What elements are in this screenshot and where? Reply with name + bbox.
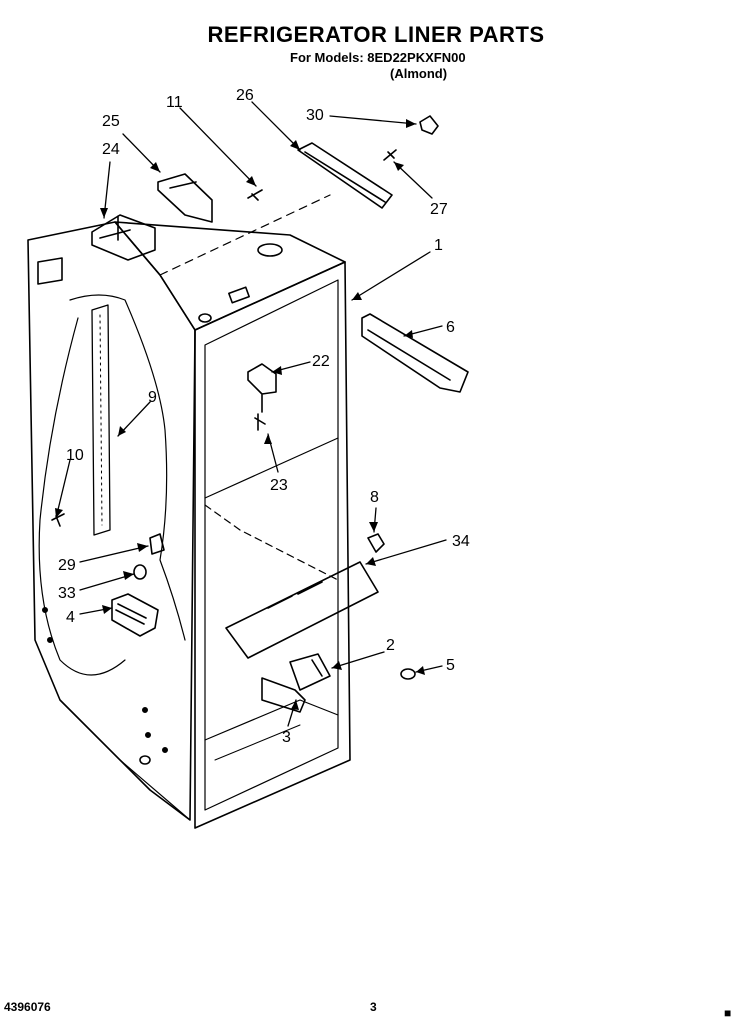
part-10-screw: [51, 513, 65, 527]
part-23-screw: [254, 413, 266, 431]
callout-22: 22: [312, 353, 330, 370]
arrowheads: [55, 119, 425, 710]
callout-10: 10: [66, 447, 84, 464]
callout-8: 8: [370, 489, 379, 506]
callout-23: 23: [270, 477, 288, 494]
part-27-screw: [383, 149, 397, 161]
model-subtitle: For Models: 8ED22PKXFN00 (Almond): [290, 50, 466, 82]
page-title: REFRIGERATOR LINER PARTS: [207, 22, 545, 47]
callout-1: 1: [434, 237, 443, 254]
callout-4: 4: [66, 609, 75, 626]
part-33-bulb: [133, 564, 147, 580]
part-6-trim: [361, 313, 469, 393]
part-24-housing: [91, 214, 156, 261]
callout-5: 5: [446, 657, 455, 674]
part-4-grille: [111, 593, 159, 637]
page-number: 3: [370, 1000, 377, 1014]
callout-26: 26: [236, 87, 254, 104]
part-34-support: [225, 561, 379, 659]
models-line: For Models: 8ED22PKXFN00: [290, 50, 466, 65]
callout-9: 9: [148, 389, 157, 406]
callout-30: 30: [306, 107, 324, 124]
part-26-channel: [297, 142, 393, 209]
corner-mark-icon: ■: [724, 1006, 732, 1020]
part-30-clip: [419, 115, 439, 135]
liner-body: [27, 194, 351, 829]
part-2-bracket: [289, 653, 331, 691]
callout-27: 27: [430, 201, 448, 218]
part-22-bracket: [247, 363, 277, 413]
callout-34: 34: [452, 533, 470, 550]
callout-2: 2: [386, 637, 395, 654]
part-11-screw: [247, 189, 263, 201]
part-5-nut: [400, 668, 416, 680]
callout-29: 29: [58, 557, 76, 574]
callout-24: 24: [102, 141, 120, 158]
callout-33: 33: [58, 585, 76, 602]
part-3-plate: [261, 677, 306, 713]
callout-11: 11: [166, 94, 183, 111]
callout-25: 25: [102, 113, 120, 130]
document-number: 4396076: [4, 1000, 51, 1014]
callout-3: 3: [282, 729, 291, 746]
variant-label: (Almond): [390, 66, 448, 81]
part-29-fastener: [149, 533, 165, 555]
part-25-bracket: [157, 173, 213, 223]
part-8-clip: [367, 533, 385, 553]
callout-6: 6: [446, 319, 455, 336]
leader-lines: [55, 101, 447, 727]
callout-labels: 11 26 30 25 24 27 1 6 22 9 10 23 8 34 29…: [58, 87, 470, 746]
